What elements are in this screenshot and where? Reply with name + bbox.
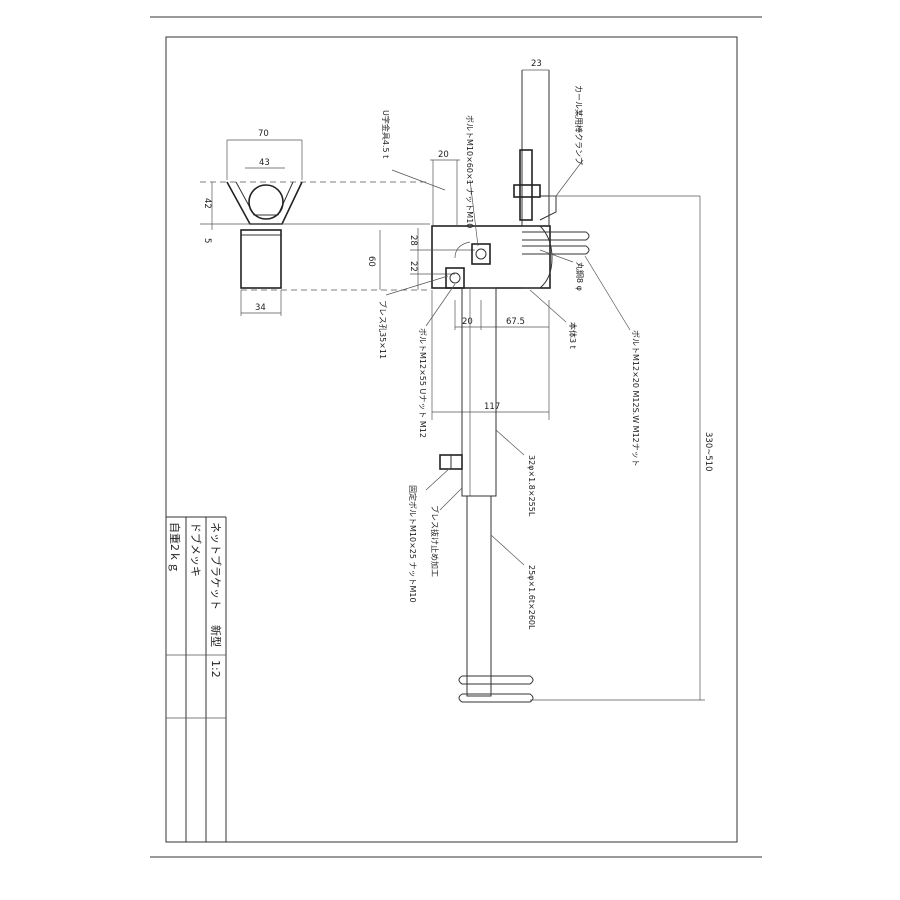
dim-67-5: 67.5 [506,317,525,327]
dim-23: 23 [531,59,542,69]
dim-70: 70 [258,129,269,139]
dim-22: 22 [408,261,418,272]
dim-34: 34 [255,303,266,313]
label-pipe-32: 32φ×1.8×255L [527,455,536,517]
side-view: 70 43 42 5 34 60 [200,129,430,316]
dim-330-510: 330~510 [703,432,713,472]
title-scale: 1:2 [209,660,222,678]
label-bolt-m12-20: ボルトM12×20 M12S.W M12ナット [631,330,640,467]
dim-60: 60 [366,256,376,267]
dim-43: 43 [259,158,270,168]
label-body: 本体3 t [568,322,578,349]
label-fix-bolt: 固定ボルトM10×25 ナットM10 [408,485,418,603]
label-bolt-m10: ボルトM10×60×1 ナットM10 [465,115,474,228]
dim-42: 42 [202,198,212,209]
title-block: ネットブラケット 新型 1:2 ドブメッキ 自重2ｋｇ [166,516,227,842]
title-weight: 自重2ｋｇ [168,522,182,573]
dim-20-top: 20 [438,150,449,160]
drawing-frame [165,36,738,843]
front-view: 20 28 22 23 20 67.5 117 [408,59,713,703]
dim-117: 117 [484,402,500,412]
title-type: 新型 [209,625,223,647]
label-bolt-m12: ボルトM12×55 Uナット M12 [418,328,427,438]
label-clamp: カール某用棒クランプ [574,85,584,165]
label-pipe-25: 25φ×1.6t×260L [527,565,536,630]
leader-lines [385,159,631,566]
dim-20-bottom: 20 [462,317,473,327]
dim-28: 28 [408,235,418,246]
label-anti-drop: ブレス抜け止め加工 [430,505,440,577]
label-brace-plate: ブレス孔35×11 [378,300,388,359]
dim-5: 5 [202,238,212,243]
label-u-bracket: U字金具4.5 t [381,110,391,158]
title-finish: ドブメッキ [189,522,203,577]
title-name: ネットブラケット [209,522,223,610]
label-round-steel: 丸鋼8 φ [575,262,585,291]
